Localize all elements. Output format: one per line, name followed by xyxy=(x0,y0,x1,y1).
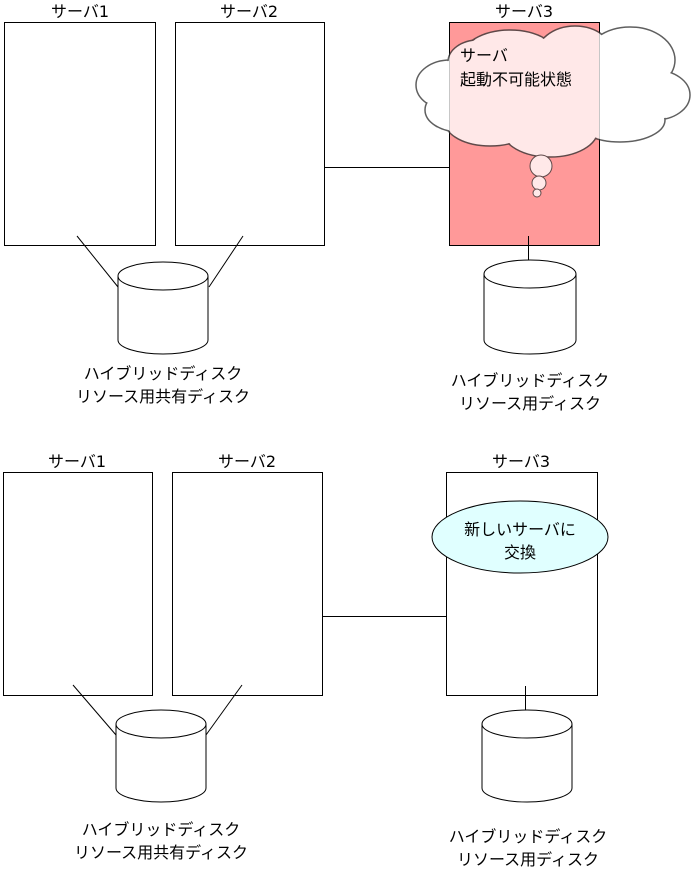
bottom-server2-box xyxy=(172,472,323,696)
top-server1-label: サーバ1 xyxy=(50,2,110,21)
thought-cloud xyxy=(415,25,691,198)
bottom-server3-disk xyxy=(481,709,573,803)
bottom-server1-label: サーバ1 xyxy=(47,452,107,471)
top-server1-box xyxy=(4,22,156,246)
top-server3-label: サーバ3 xyxy=(494,2,554,21)
top-callout-line1: サーバ xyxy=(460,46,508,65)
top-server2-box xyxy=(175,22,325,246)
top-callout-line2: 起動不可能状態 xyxy=(460,70,573,89)
bottom-link-s1-disk xyxy=(72,684,117,736)
top-server2-label: サーバ2 xyxy=(219,2,279,21)
top-shared-disk xyxy=(117,261,209,355)
top-disk3-label1: ハイブリッドディスク xyxy=(450,371,610,390)
bottom-disk3-label1: ハイブリッドディスク xyxy=(448,827,608,846)
top-disk3-label2: リソース用ディスク xyxy=(458,394,602,413)
bottom-shared-disk-label1: ハイブリッドディスク xyxy=(81,820,241,839)
top-shared-disk-label1: ハイブリッドディスク xyxy=(83,364,243,383)
top-shared-disk-label2: リソース用共有ディスク xyxy=(75,387,251,406)
bottom-link-s2-disk xyxy=(205,684,243,736)
bottom-server1-box xyxy=(3,472,153,696)
top-link-s1-disk xyxy=(76,235,119,288)
top-server3-disk xyxy=(483,259,577,355)
bottom-callout-line2: 交換 xyxy=(503,543,537,562)
bottom-shared-disk-label2: リソース用共有ディスク xyxy=(73,843,249,862)
top-link-s2-disk xyxy=(208,235,244,288)
bottom-callout-line1: 新しいサーバに xyxy=(464,520,576,539)
replace-callout xyxy=(431,500,609,574)
bottom-server2-label: サーバ2 xyxy=(217,452,277,471)
bottom-shared-disk xyxy=(115,709,207,803)
bottom-server3-label: サーバ3 xyxy=(491,452,551,471)
bottom-disk3-label2: リソース用ディスク xyxy=(456,850,600,869)
